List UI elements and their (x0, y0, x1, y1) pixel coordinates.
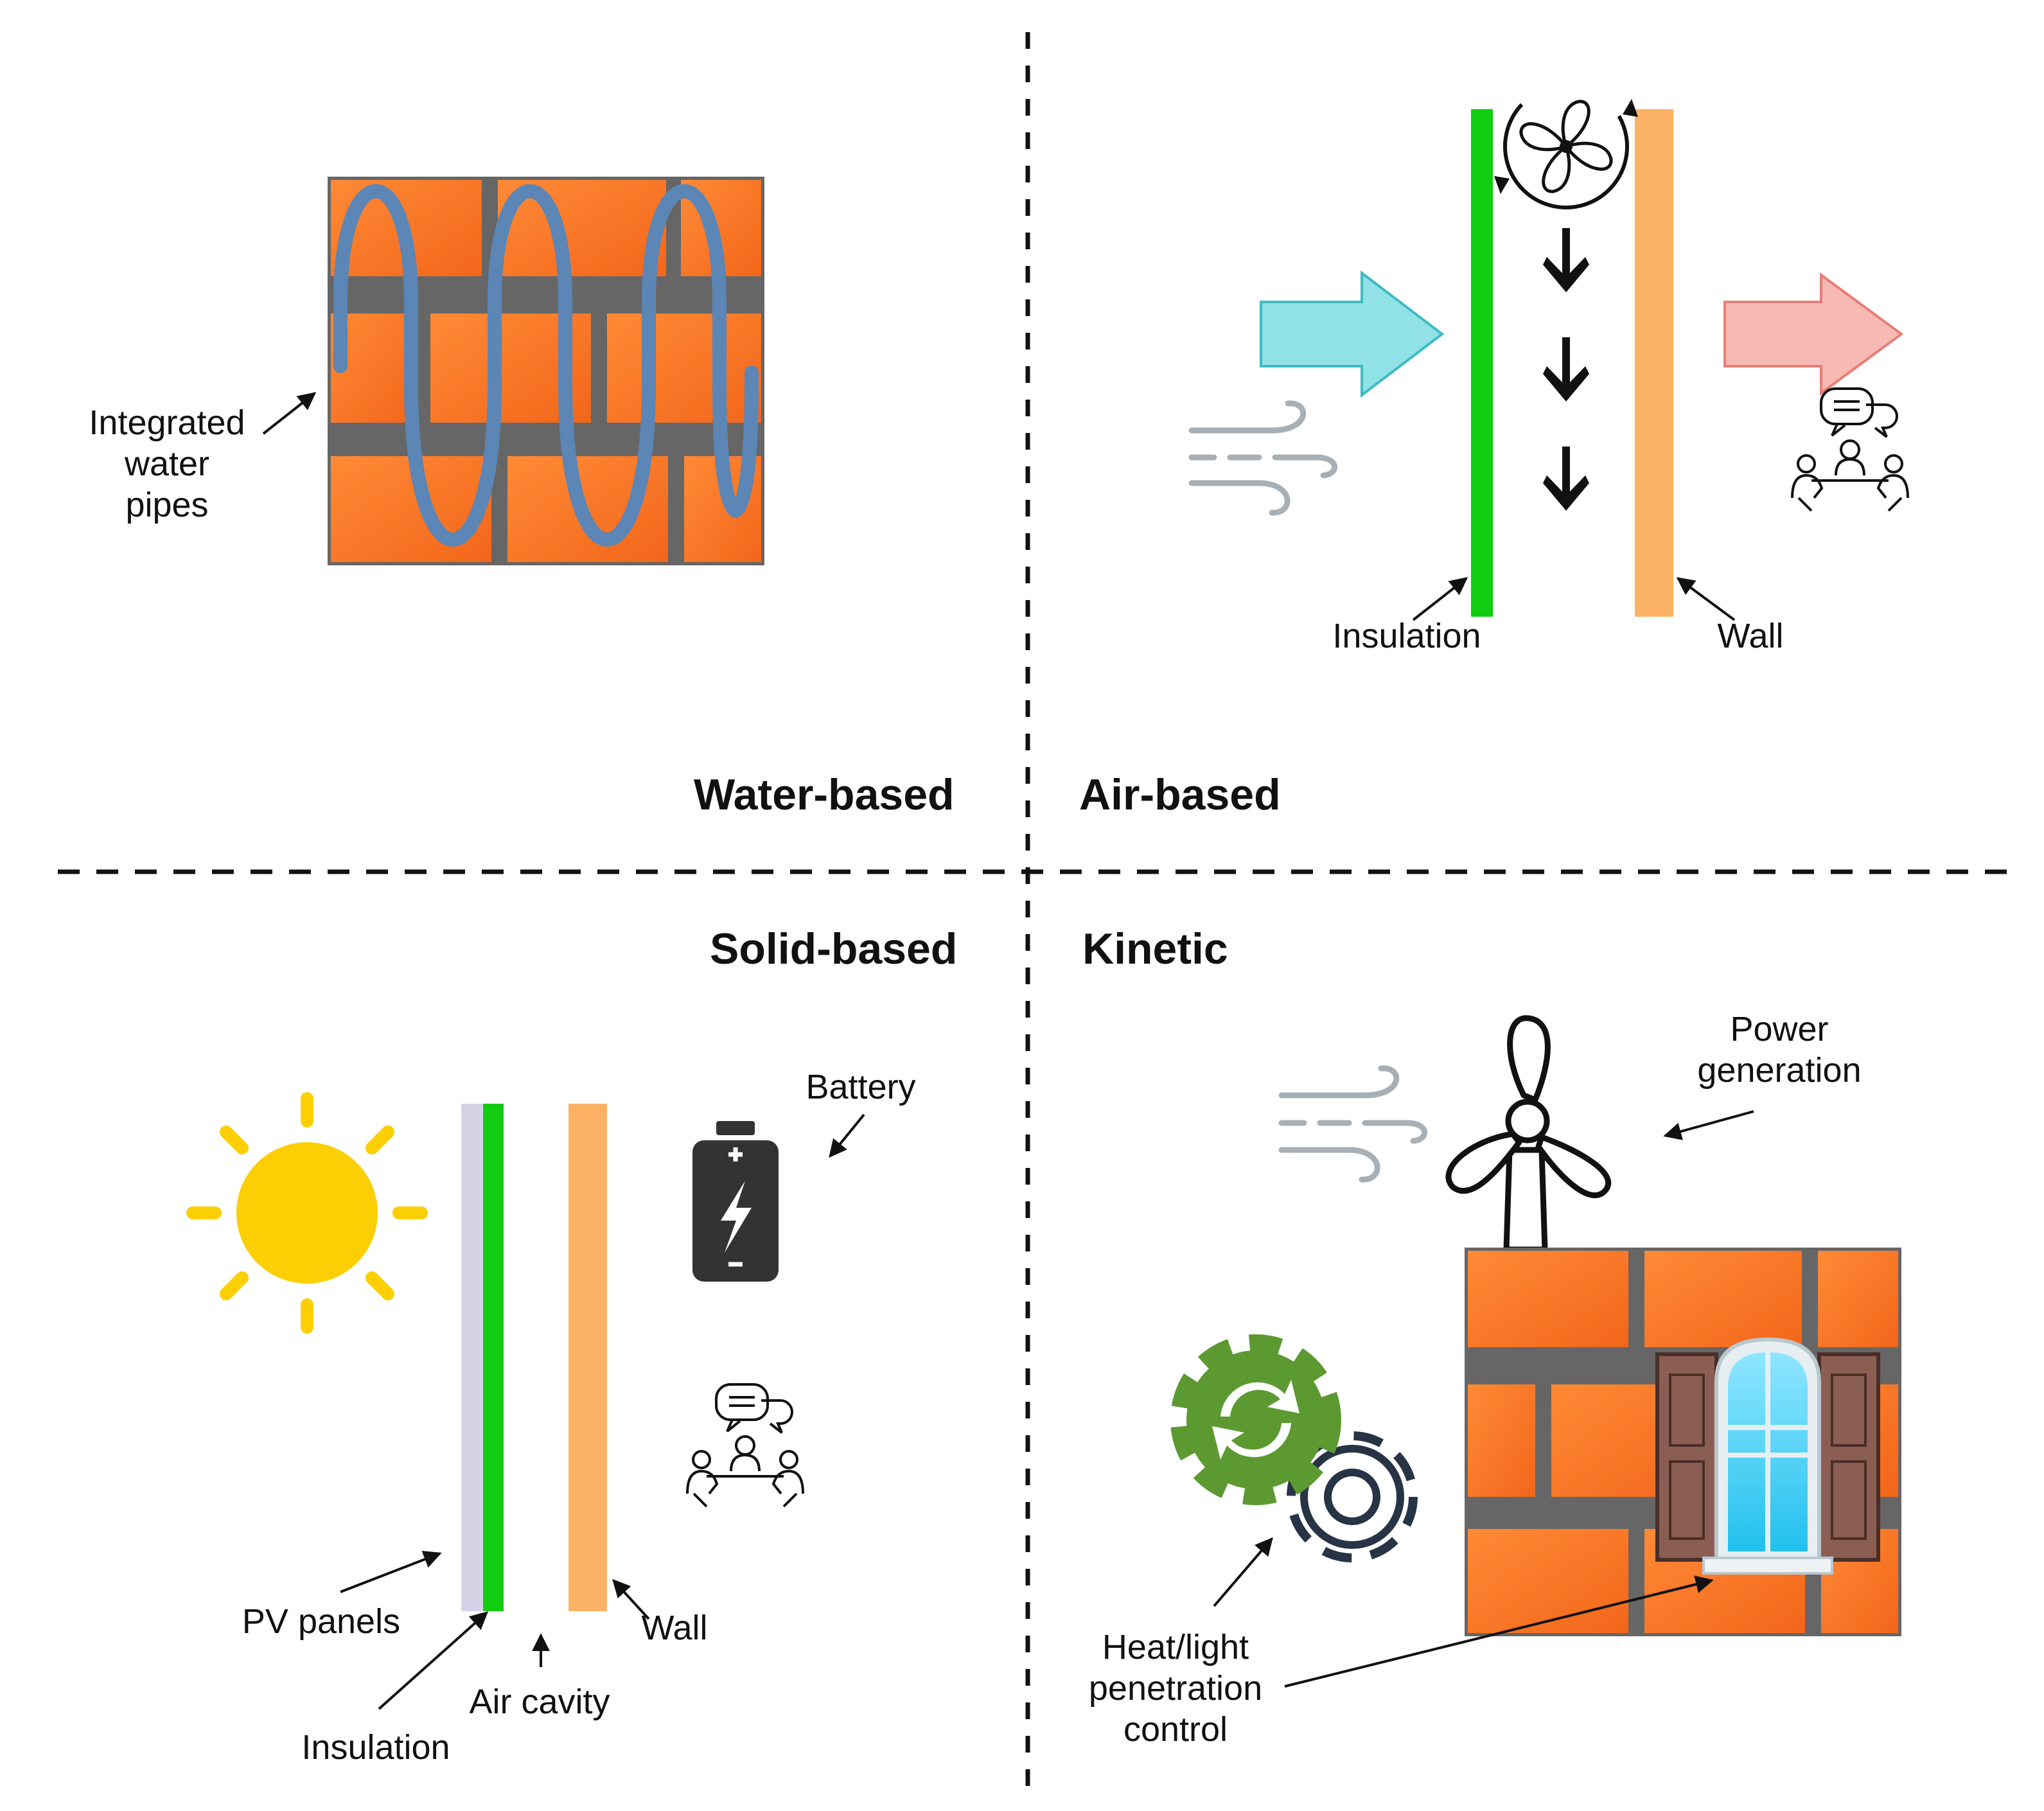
air-insulation-pointer (1412, 577, 1468, 621)
battery-label: Battery (806, 1068, 916, 1106)
people-meeting-icon (1791, 387, 1909, 512)
air-insulation-label: Insulation (1332, 617, 1481, 655)
pv-panels-label: PV panels (242, 1602, 401, 1641)
people-meeting-icon (686, 1383, 804, 1508)
fan-icon (1494, 84, 1638, 209)
solid-wall-layer (568, 1104, 607, 1611)
air-cavity-label: Air cavity (469, 1683, 610, 1721)
battery-icon (692, 1121, 779, 1282)
outflow-arrow (1723, 272, 1904, 396)
power-generation-label: Power generation (1697, 1010, 1862, 1090)
control-gear-pointer (1213, 1537, 1273, 1607)
solid-insulation-label: Insulation (301, 1728, 450, 1767)
water-based-title: Water-based (694, 770, 955, 819)
gear-icon (1170, 1334, 1418, 1562)
window-icon (1655, 1337, 1880, 1575)
downflow-arrows (1543, 228, 1589, 511)
wind-turbine-icon (1445, 1015, 1612, 1253)
air-based-title: Air-based (1079, 770, 1281, 819)
control-window-pointer (1284, 1575, 1714, 1688)
kinetic-title: Kinetic (1082, 924, 1228, 973)
solid-wall-label: Wall (641, 1609, 708, 1647)
battery-pointer (829, 1113, 865, 1158)
solid-insulation-layer (483, 1104, 504, 1611)
wind-icon (1188, 400, 1337, 516)
control-label: Heat/light penetration control (1088, 1628, 1263, 1749)
sun-icon (186, 1092, 428, 1334)
pipes-pointer-arrow (262, 392, 317, 435)
brick-wall-icon (328, 177, 764, 565)
solid-wall-pointer (612, 1578, 650, 1620)
pv-panel-layer (461, 1104, 484, 1611)
solid-insulation-pointer (378, 1611, 489, 1710)
air-wall-label: Wall (1717, 617, 1784, 655)
insulation-layer (1471, 109, 1493, 617)
air-wall-pointer (1676, 577, 1736, 621)
pipes-label: Integrated water pipes (89, 403, 245, 524)
inflow-arrow (1260, 270, 1445, 398)
wind-icon (1278, 1065, 1427, 1183)
solid-based-title: Solid-based (710, 924, 958, 973)
wall-layer (1635, 109, 1673, 617)
power-pointer (1663, 1110, 1754, 1140)
pv-pointer (340, 1551, 442, 1593)
water-pipe (333, 184, 759, 547)
